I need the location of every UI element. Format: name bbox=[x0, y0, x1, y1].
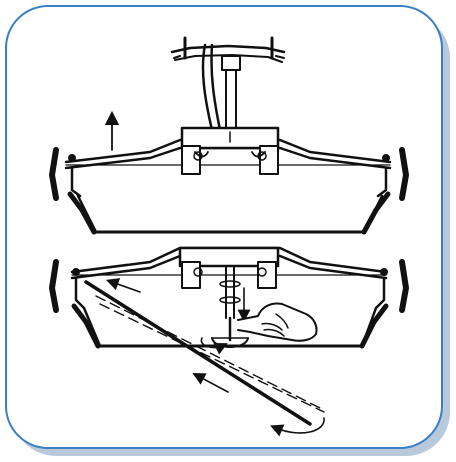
diagonal-arrow-icon bbox=[192, 372, 229, 393]
hand-icon bbox=[237, 302, 318, 342]
top-tray bbox=[67, 191, 391, 235]
bottom-center-block bbox=[178, 246, 280, 319]
diagonal-arrow-icon bbox=[105, 278, 141, 293]
diagonal-rod bbox=[84, 280, 325, 426]
rotation-arrow-icon bbox=[270, 417, 325, 437]
top-side-arms bbox=[49, 147, 409, 201]
top-center-block bbox=[180, 126, 280, 175]
frame-border bbox=[5, 5, 443, 449]
bottom-side-arms bbox=[49, 259, 409, 313]
hanger-top bbox=[170, 36, 286, 71]
straps bbox=[201, 43, 237, 132]
bottom-tray bbox=[71, 303, 389, 349]
